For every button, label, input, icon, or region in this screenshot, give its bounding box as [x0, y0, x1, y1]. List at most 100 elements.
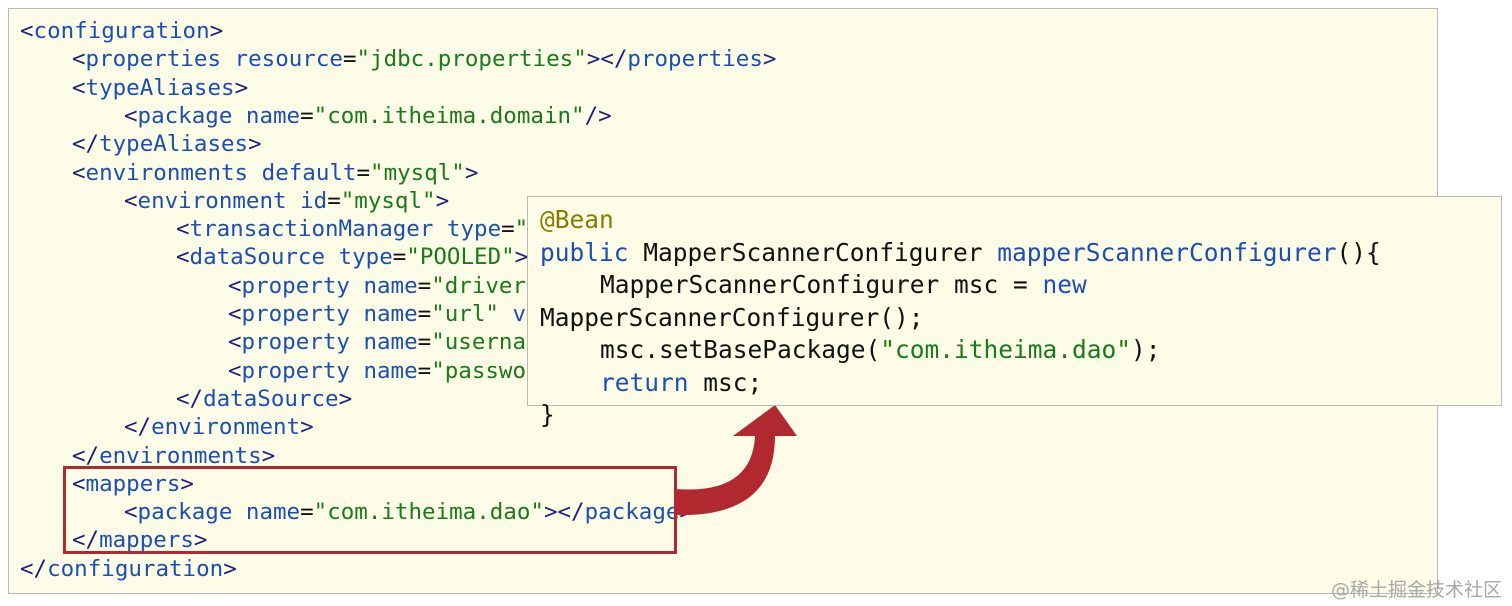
- arrow-shape: [675, 405, 797, 516]
- java-line: MapperScannerConfigurer();: [540, 302, 924, 334]
- xml-line: <configuration>: [20, 17, 223, 45]
- code-token: id: [286, 187, 328, 214]
- xml-line: </dataSource>: [20, 385, 352, 413]
- code-token: >: [193, 527, 208, 554]
- code-token: </: [72, 527, 100, 554]
- code-token: type: [433, 216, 502, 243]
- code-token: name: [349, 357, 418, 384]
- xml-line: <typeAliases>: [20, 74, 248, 102]
- xml-line: </configuration>: [20, 555, 237, 583]
- code-token: environments: [99, 442, 262, 469]
- code-token: =: [300, 499, 314, 526]
- xml-line: </environment>: [20, 413, 314, 441]
- code-token: name: [349, 329, 418, 356]
- code-token: <: [20, 18, 34, 44]
- code-token: =: [327, 187, 341, 214]
- code-token: ></: [586, 46, 628, 73]
- code-token: >: [248, 131, 262, 158]
- code-token: "com.itheima.dao": [880, 335, 1132, 364]
- code-token: property: [241, 301, 350, 327]
- code-token: (){: [1336, 237, 1381, 267]
- code-token: <: [72, 470, 86, 497]
- code-token: "usernam: [431, 329, 540, 356]
- code-token: =: [417, 357, 432, 384]
- code-token: name: [349, 301, 418, 327]
- code-token: =: [417, 272, 432, 299]
- code-token: =: [300, 102, 314, 129]
- xml-line: <properties resource="jdbc.properties"><…: [20, 45, 776, 73]
- code-token: <: [176, 244, 190, 271]
- code-token: environment: [137, 187, 287, 214]
- code-token: property: [241, 329, 350, 356]
- code-token: >: [223, 555, 237, 582]
- java-line: msc.setBasePackage("com.itheima.dao");: [540, 334, 1161, 366]
- code-token: "mysql": [340, 187, 436, 214]
- code-token: </: [72, 442, 100, 469]
- code-token: typeAliases: [85, 74, 235, 101]
- code-token: "POOLED": [406, 244, 515, 271]
- code-token: typeAliases: [99, 131, 249, 158]
- code-token: "driver": [431, 272, 540, 299]
- xml-line: <property name="passwor: [20, 357, 540, 385]
- code-token: >: [261, 442, 276, 469]
- code-token: dataSource: [189, 244, 326, 271]
- code-token: environments: [85, 159, 249, 186]
- code-token: <: [72, 46, 86, 73]
- code-token: "mysql": [370, 159, 465, 186]
- java-line: MapperScannerConfigurer msc = new: [540, 269, 1087, 301]
- code-token: environment: [151, 414, 301, 441]
- code-token: >: [209, 18, 224, 44]
- code-token: MapperScannerConfigurer msc =: [600, 270, 1043, 299]
- xml-line: </mappers>: [20, 526, 207, 554]
- xml-line: <property name="url" va: [20, 300, 540, 328]
- code-token: <: [124, 187, 138, 214]
- code-token: properties: [85, 46, 222, 73]
- code-token: =: [417, 329, 432, 356]
- code-token: dataSource: [203, 385, 339, 412]
- code-token: package: [137, 102, 233, 129]
- code-token: >: [180, 470, 194, 497]
- code-token: );: [1131, 335, 1161, 364]
- code-token: <: [228, 357, 242, 384]
- code-token: ></: [543, 499, 585, 526]
- code-token: >: [338, 385, 353, 412]
- code-token: >: [300, 414, 314, 441]
- java-line: @Bean: [540, 204, 614, 236]
- code-token: property: [241, 357, 350, 384]
- code-token: msc.setBasePackage(: [600, 335, 881, 364]
- code-token: public: [540, 237, 629, 267]
- code-token: =: [501, 216, 515, 243]
- code-token: }: [540, 400, 555, 429]
- code-token: />: [584, 102, 612, 129]
- code-token: </: [176, 385, 204, 412]
- code-token: "passwor: [431, 357, 540, 384]
- code-token: "jdbc.properties": [356, 46, 587, 73]
- code-token: <: [176, 216, 190, 243]
- java-line: public MapperScannerConfigurer mapperSca…: [540, 237, 1381, 269]
- code-token: >: [464, 159, 479, 186]
- code-token: property: [241, 272, 350, 299]
- code-token: =: [342, 46, 357, 73]
- code-token: </: [72, 131, 100, 158]
- code-token: mappers: [99, 527, 194, 554]
- code-token: </: [124, 414, 152, 441]
- code-token: =: [392, 244, 407, 271]
- code-token: return: [600, 367, 689, 397]
- code-token: =: [417, 301, 432, 327]
- xml-line: <package name="com.itheima.domain"/>: [20, 102, 612, 130]
- xml-line: <transactionManager type="J: [20, 215, 542, 243]
- code-token: <: [124, 499, 138, 526]
- code-token: package: [137, 499, 233, 526]
- code-token: mapperScannerConfigurer: [997, 237, 1337, 267]
- code-token: MapperScannerConfigurer: [628, 237, 998, 267]
- xml-line: <environment id="mysql">: [20, 187, 449, 215]
- xml-line: <mappers>: [20, 470, 194, 498]
- code-token: name: [349, 272, 418, 299]
- code-token: name: [232, 102, 301, 129]
- xml-line: </typeAliases>: [20, 130, 262, 158]
- code-token: >: [514, 244, 529, 271]
- code-token: type: [325, 244, 393, 271]
- watermark: @稀土掘金技术社区: [1330, 579, 1502, 601]
- code-token: msc;: [688, 367, 763, 397]
